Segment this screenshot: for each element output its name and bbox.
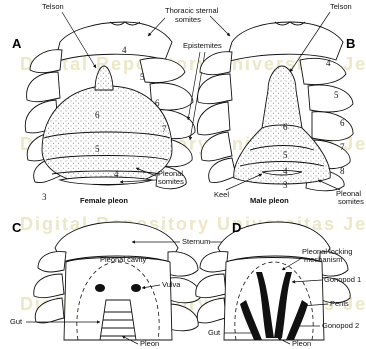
label-pleon: Pleon (292, 339, 311, 348)
somite-number: 5 (140, 72, 145, 82)
label-telson: Telson (42, 2, 64, 11)
somite-number: 7 (340, 142, 345, 152)
somite-number: 4 (283, 166, 288, 176)
somite-number: 3 (42, 192, 47, 202)
somite-number: 6 (283, 122, 288, 132)
label-somites: somites (175, 15, 201, 24)
panel-letter-a: A (12, 36, 22, 51)
label-mechanism: mechanism (304, 255, 342, 264)
label-penis: Penis (330, 299, 349, 308)
label-epistemites: Epistemites (183, 41, 222, 50)
label-thoracic-sternal: Thoracic sternal (165, 6, 219, 15)
caption-female-pleon: Female pleon (80, 196, 128, 205)
label-gonopod-1: Gonopod 1 (324, 275, 361, 284)
label-keel: Keel (214, 190, 229, 199)
label-pleon: Pleon (140, 339, 159, 348)
label-pleonal-cavity: Pleonal cavity (100, 255, 147, 264)
somite-number: 5 (283, 150, 288, 160)
somite-number: 6 (95, 110, 100, 120)
panel-a-female-pleon (25, 22, 195, 189)
somite-number: 4 (122, 45, 127, 55)
panel-letter-b: B (346, 36, 355, 51)
label-somites: somites (338, 197, 364, 206)
somite-number: 4 (326, 58, 331, 68)
panel-letter-c: C (12, 220, 22, 235)
label-sternum: Sternum (182, 237, 210, 246)
somite-number: 7 (162, 124, 167, 134)
somite-number: 6 (155, 98, 160, 108)
somite-number: 8 (340, 166, 345, 176)
label-somites: somites (158, 177, 184, 186)
caption-male-pleon: Male pleon (250, 196, 289, 205)
label-vulva: Vulva (162, 280, 181, 289)
label-gut: Gut (10, 317, 23, 326)
label-gut: Gut (208, 328, 221, 337)
label-telson: Telson (330, 2, 352, 11)
somite-number: 4 (114, 169, 119, 179)
somite-number: 5 (95, 144, 100, 154)
panel-letter-d: D (232, 220, 241, 235)
somite-number: 3 (283, 180, 288, 190)
somite-number: 5 (334, 90, 339, 100)
label-gonopod-2: Gonopod 2 (322, 321, 359, 330)
somite-number: 6 (340, 118, 345, 128)
